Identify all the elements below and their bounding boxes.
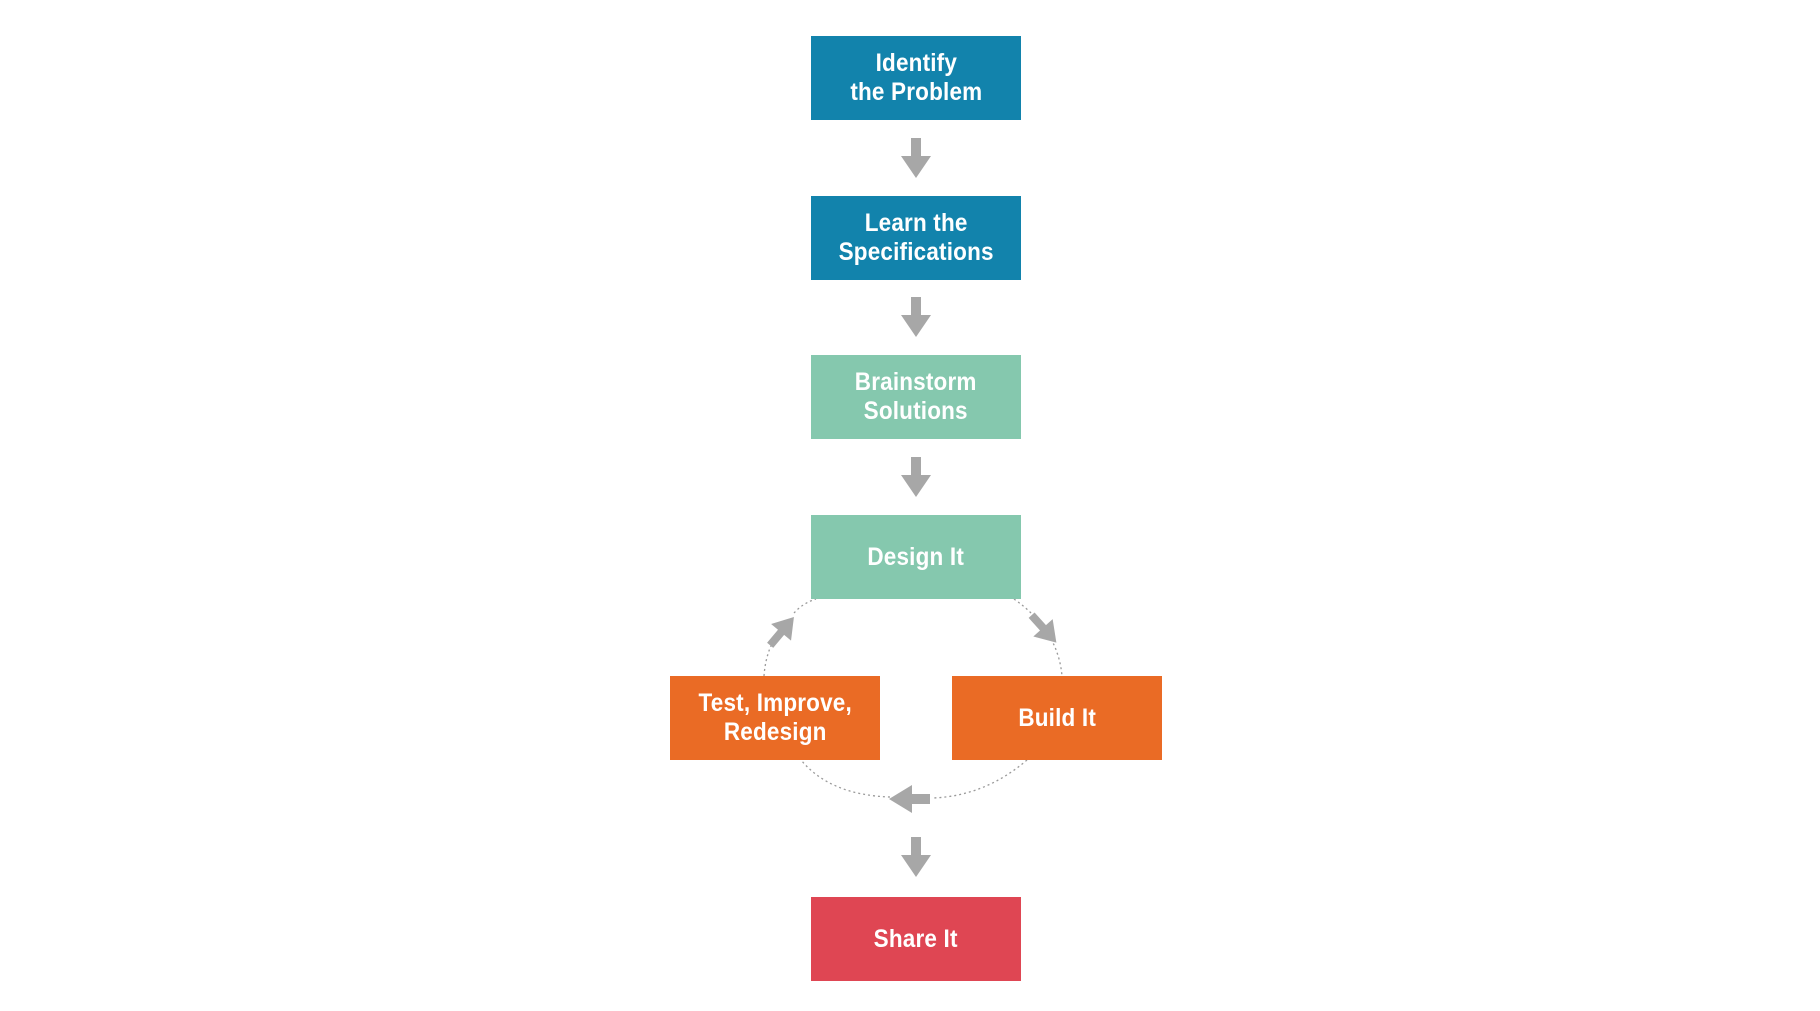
down-arrow-icon — [901, 837, 931, 877]
cycle-arc-build-to-test-left — [800, 759, 891, 798]
step-label: Learn the Specifications — [838, 209, 994, 266]
cycle-arc-build-to-test — [932, 759, 1028, 799]
down-arrow-icon — [901, 138, 931, 178]
step-label: Share It — [874, 924, 958, 953]
cycle-arc-design-to-build — [1013, 598, 1063, 677]
left-arrow-icon — [889, 785, 930, 813]
step-label: Build It — [1018, 703, 1096, 732]
down-arrow-icon — [901, 297, 931, 337]
step-build-it: Build It — [952, 676, 1162, 760]
step-learn-the-specifications: Learn the Specifications — [811, 196, 1021, 280]
step-design-it: Design It — [811, 515, 1021, 599]
step-test-improve-redesign: Test, Improve, Redesign — [670, 676, 880, 760]
step-label: Test, Improve, Redesign — [698, 689, 852, 746]
step-label: Identify the Problem — [849, 49, 982, 106]
step-label: Brainstorm Solutions — [855, 368, 977, 425]
step-brainstorm-solutions: Brainstorm Solutions — [811, 355, 1021, 439]
diagonal-up-right-arrow-icon — [767, 616, 794, 648]
step-share-it: Share It — [811, 897, 1021, 981]
down-arrow-icon — [901, 457, 931, 497]
diagonal-down-right-arrow-icon — [1028, 612, 1057, 643]
step-identify-the-problem: Identify the Problem — [811, 36, 1021, 120]
step-label: Design It — [867, 542, 965, 571]
